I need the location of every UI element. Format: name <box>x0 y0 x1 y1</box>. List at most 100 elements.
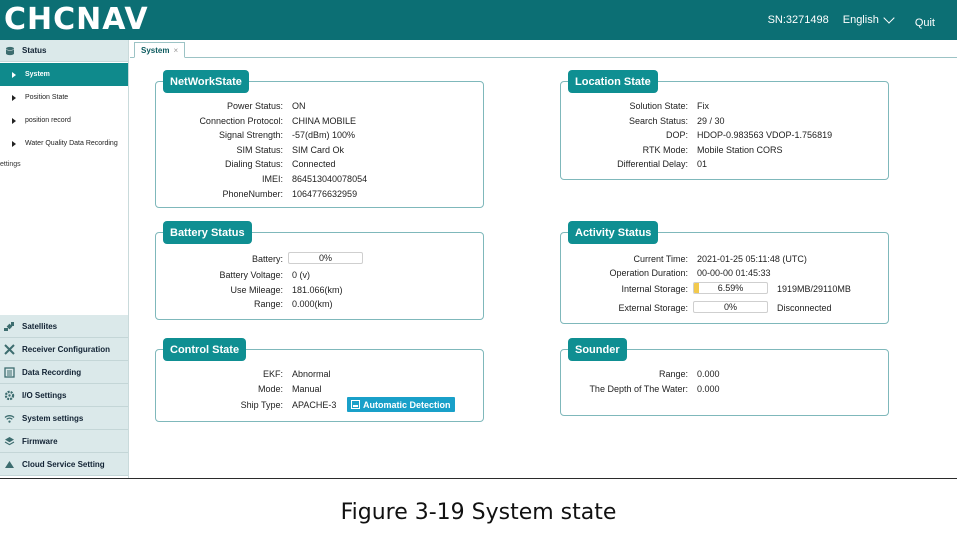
caret-right-icon <box>12 71 16 78</box>
control-value: Abnormal <box>292 369 331 379</box>
internal-storage-size: 1919MB/29110MB <box>777 284 851 294</box>
location-value: 01 <box>697 159 708 170</box>
sidebar-item-position-state[interactable]: Position State <box>0 86 128 109</box>
network-label: SIM Status: <box>236 144 283 155</box>
network-state-panel: NetWorkState Power Status:ON Connection P… <box>155 70 484 208</box>
figure-divider <box>0 478 957 479</box>
gear-icon <box>4 390 15 401</box>
network-value: 1064776632959 <box>292 188 358 199</box>
sounder-title: Sounder <box>568 338 627 361</box>
caret-right-icon <box>12 94 16 101</box>
external-storage-row: External Storage: 0% Disconnected <box>561 301 888 314</box>
sidebar-item-cloud-service-setting[interactable]: Cloud Service Setting <box>0 453 128 476</box>
battery-row: Battery Voltage: 0 (v) <box>156 269 483 281</box>
network-row: Power Status:ON <box>156 100 483 112</box>
sidebar-item-system[interactable]: System <box>0 63 128 86</box>
sidebar-item-firmware[interactable]: Firmware <box>0 430 128 453</box>
current-time-label: Current Time: <box>633 254 688 264</box>
automatic-detection-button[interactable]: Automatic Detection <box>347 397 455 412</box>
wrench-icon <box>4 343 15 355</box>
sidebar-item-water-quality-data-recording[interactable]: Water Quality Data Recording <box>0 132 128 155</box>
current-time-row: Current Time: 2021-01-25 05:11:48 (UTC) <box>561 253 888 265</box>
network-state-title: NetWorkState <box>163 70 249 93</box>
record-icon <box>4 366 15 378</box>
operation-duration-value: 00-00-00 01:45:33 <box>697 268 771 278</box>
tab-system-label: System <box>141 45 170 55</box>
external-storage-label: External Storage: <box>618 303 688 313</box>
network-label: PhoneNumber: <box>222 188 283 199</box>
sidebar-item-i-o-settings[interactable]: I/O Settings <box>0 384 128 407</box>
ship-type-row: Ship Type: APACHE-3 Automatic Detection <box>156 397 483 412</box>
network-label: Power Status: <box>226 101 283 111</box>
control-row: Mode:Manual <box>156 383 483 395</box>
internal-storage-fill <box>694 283 699 293</box>
current-time-value: 2021-01-25 05:11:48 (UTC) <box>697 254 807 264</box>
internal-storage-row: Internal Storage: 6.59% 1919MB/29110MB <box>561 282 888 295</box>
battery-bar: 0% <box>288 252 363 264</box>
network-row: Connection Protocol: CHINA MOBILE <box>156 115 483 127</box>
network-value: CHINA MOBILE <box>292 115 357 126</box>
header-right: SN:3271498 English Quit <box>768 0 957 40</box>
battery-status-panel: Battery Status Battery: 0% Battery Volta… <box>155 221 484 320</box>
internal-storage-bar: 6.59% <box>693 282 768 294</box>
sidebar-settings-label: ettings <box>0 161 21 168</box>
battery-label: Battery: <box>251 254 283 264</box>
battery-value: 0% <box>318 253 332 263</box>
location-state-title: Location State <box>568 70 658 93</box>
tab-bar: System × <box>130 40 957 58</box>
location-label: Solution State: <box>629 101 688 111</box>
satellite-icon <box>4 321 15 332</box>
sidebar-group-label: Cloud Service Setting <box>22 459 105 469</box>
network-value: 864513040078054 <box>292 174 368 184</box>
sounder-row: Range:0.000 <box>561 368 888 380</box>
language-label: English <box>842 14 879 26</box>
battery-label: Battery Voltage: <box>219 270 283 280</box>
battery-row: Range:0.000(km) <box>156 298 483 310</box>
sidebar-group-label: Satellites <box>22 321 58 331</box>
location-value: HDOP-0.983563 VDOP-1.756819 <box>697 130 833 141</box>
sidebar-item-system-settings[interactable]: System settings <box>0 407 128 430</box>
network-label: Connection Protocol: <box>199 115 283 126</box>
caret-right-icon <box>12 117 16 124</box>
battery-status-title: Battery Status <box>163 221 252 244</box>
sidebar-item-satellites[interactable]: Satellites <box>0 315 128 338</box>
internal-storage-value: 6.59% <box>717 283 744 293</box>
close-icon[interactable]: × <box>173 45 179 55</box>
activity-status-panel: Activity Status Current Time: 2021-01-25… <box>560 221 889 324</box>
battery-value: 181.066(km) <box>292 284 343 295</box>
sidebar-group-label: I/O Settings <box>22 390 67 400</box>
external-storage-bar: 0% <box>693 301 768 313</box>
location-row: Search Status:29 / 30 <box>561 115 888 127</box>
detect-icon <box>351 400 360 409</box>
location-row: Solution State:Fix <box>561 100 888 112</box>
network-row: PhoneNumber: 1064776632959 <box>156 188 483 200</box>
sidebar-group-status[interactable]: Status <box>0 40 128 62</box>
sounder-label: Range: <box>658 369 688 379</box>
internal-storage-label: Internal Storage: <box>621 284 688 294</box>
location-label: Differential Delay: <box>617 159 688 170</box>
external-storage-status: Disconnected <box>777 303 832 313</box>
language-select[interactable]: English <box>842 12 895 26</box>
quit-button[interactable]: Quit <box>914 17 935 29</box>
sidebar-group-label: Firmware <box>22 436 58 446</box>
sidebar-item-data-recording[interactable]: Data Recording <box>0 361 128 384</box>
control-label: EKF: <box>262 369 283 379</box>
sidebar-item-label: position record <box>25 117 71 124</box>
sidebar-item-position-record[interactable]: position record <box>0 109 128 132</box>
sidebar-item-label: System <box>25 71 50 78</box>
tab-system[interactable]: System × <box>134 42 186 58</box>
automatic-detection-label: Automatic Detection <box>363 399 451 410</box>
network-label: Dialing Status: <box>224 159 283 170</box>
location-value: 29 / 30 <box>697 115 725 126</box>
figure-caption: Figure 3-19 System state <box>340 500 617 525</box>
activity-status-title: Activity Status <box>568 221 659 244</box>
ship-type-value: APACHE-3 <box>292 400 337 410</box>
sidebar-item-receiver-configuration[interactable]: Receiver Configuration <box>0 338 128 361</box>
battery-value: 0 (v) <box>292 270 310 280</box>
